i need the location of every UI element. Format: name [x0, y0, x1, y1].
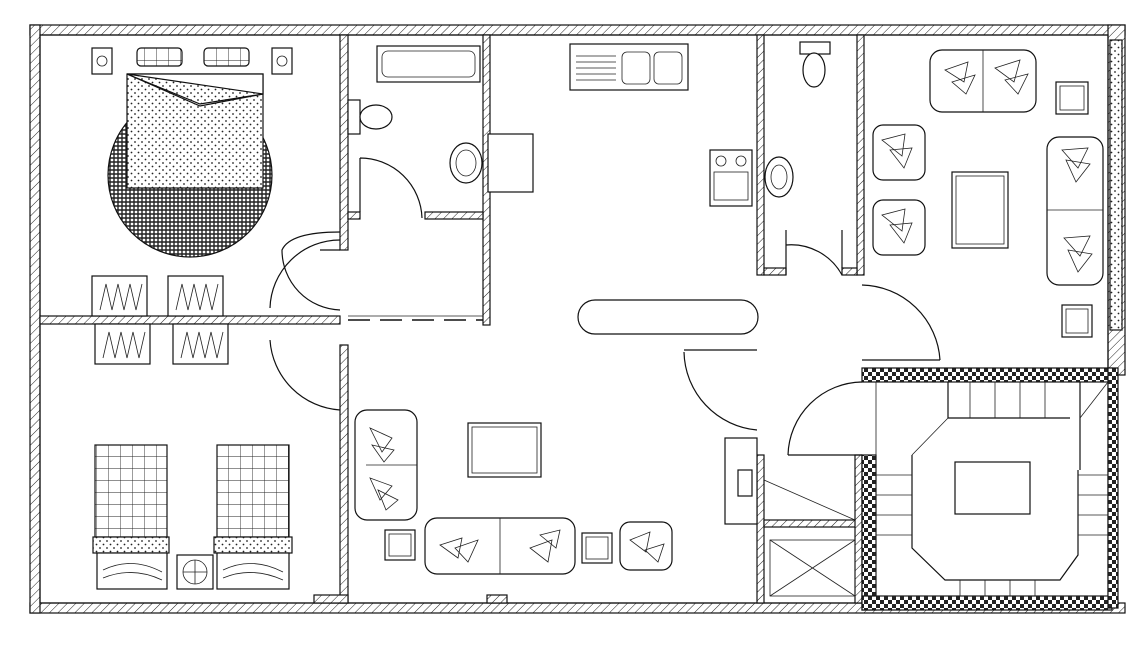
kitchen — [569, 43, 759, 525]
outer-walls — [29, 24, 1126, 614]
staircase — [861, 367, 1119, 611]
bedroom-2 — [92, 444, 293, 590]
living-room — [354, 409, 673, 575]
bathroom-2 — [764, 41, 831, 198]
doors — [269, 157, 941, 456]
shaft — [763, 479, 856, 597]
wardrobes — [91, 275, 229, 365]
master-bedroom — [91, 47, 293, 258]
bathroom-1 — [347, 45, 534, 193]
lounge — [872, 49, 1104, 338]
